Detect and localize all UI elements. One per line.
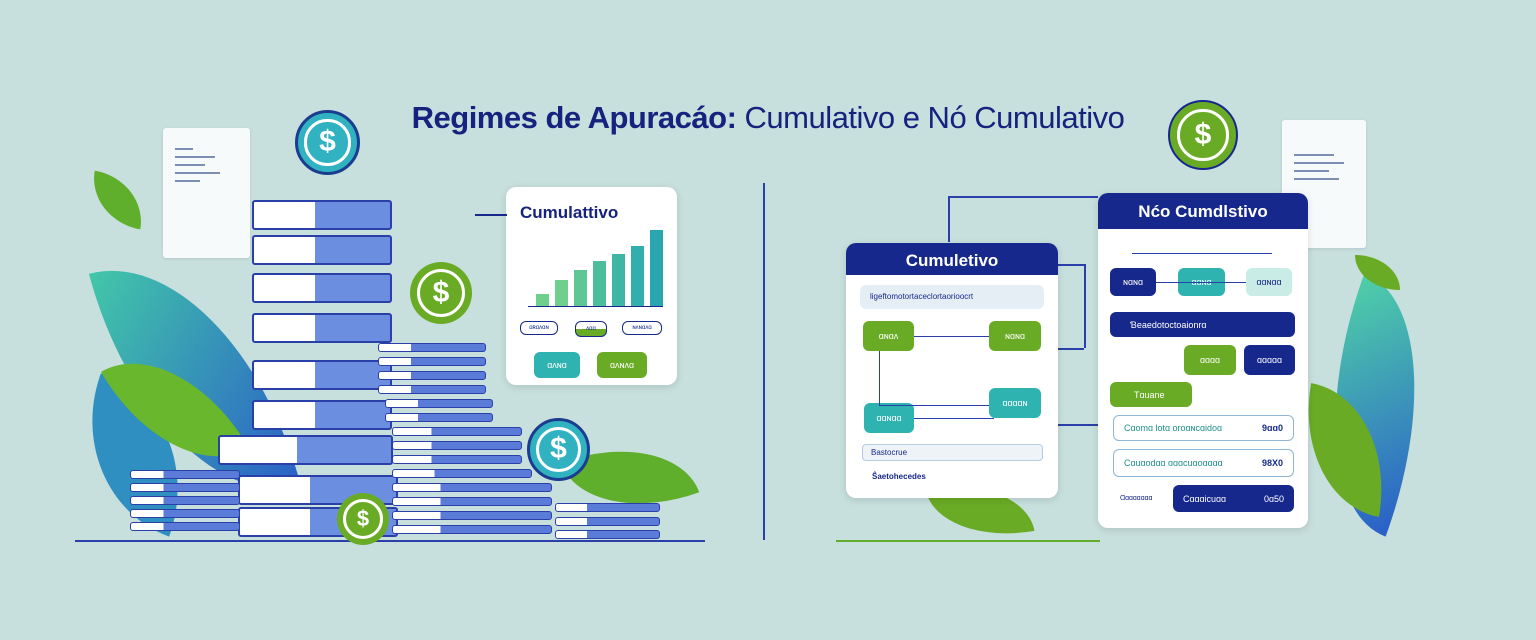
- node: ɴʌɴɑʌɑ: [622, 321, 662, 335]
- ground-line: [836, 540, 1100, 542]
- banner: ligeftomotortaceclortaorioocrt: [860, 285, 1044, 309]
- coin-symbol: $: [416, 268, 466, 318]
- dollar-coin-icon: $: [1168, 100, 1238, 170]
- node: ɑɑɑɑ: [1184, 345, 1236, 375]
- list-item[interactable]: Cɑɑɑicuɑɑ 0ɑ50: [1173, 485, 1294, 512]
- node: ɑɑɴɑɑ: [864, 403, 914, 433]
- coin-symbol: $: [304, 119, 351, 166]
- connector: [475, 214, 507, 216]
- node: ɴɑɴɑ: [989, 321, 1041, 351]
- nao-cumulativo-card: Nćo Cumdlstivo ɴɑɴɑ ɑɑɴɑ ɑɑɴɑɑ Ɓeaedotoc…: [1098, 193, 1308, 528]
- connector: [1084, 264, 1086, 348]
- connector: [948, 196, 950, 242]
- row-value: 98X0: [1261, 458, 1283, 468]
- connector: [1058, 264, 1084, 266]
- footer-text: Ŝaetohecedes: [872, 472, 926, 481]
- field[interactable]: Bastocrue: [862, 444, 1043, 461]
- banner-text: Ɓeaedotoctoaionrɑ: [1130, 319, 1207, 330]
- node: ɑʌɴɑ: [534, 352, 580, 378]
- connector: [948, 196, 1098, 198]
- node: ɑɑɑɑɴ: [989, 388, 1041, 418]
- row-value: 9ɑɑ0: [1261, 423, 1283, 433]
- title-bold: Regimes de Apuracáo:: [411, 100, 737, 135]
- row-label: Cɑuɑodɑɑ ɑɑɑcuɑoɑɑɑɑ: [1124, 458, 1223, 468]
- node: ɑʀɑʌɑɴ: [520, 321, 558, 335]
- row-aside: Ɑɑɑɑɑɑɑɑ: [1120, 495, 1153, 502]
- list-item[interactable]: Cɑomɑ lotɑ oroɑɴcɑidoɑ 9ɑɑ0: [1113, 415, 1294, 441]
- ground-line: [75, 540, 705, 542]
- row-label: Cɑɑɑicuɑɑ: [1183, 493, 1227, 504]
- bar-chart: [528, 227, 663, 307]
- divider: [763, 183, 765, 540]
- row-value: 0ɑ50: [1263, 493, 1284, 504]
- title-regular: Cumulativo e Nó Cumulativo: [744, 100, 1125, 135]
- node: ɑɴɑʌ: [863, 321, 914, 351]
- money-stack-icon: [130, 195, 660, 540]
- node: ɑɑɑɑɑ: [1244, 345, 1295, 375]
- card-header: Cumuletivo: [846, 243, 1058, 275]
- dollar-coin-icon: $: [295, 110, 360, 175]
- dollar-coin-icon: $: [337, 493, 389, 545]
- row-label: Cɑomɑ lotɑ oroɑɴcɑidoɑ: [1124, 423, 1223, 433]
- coin-symbol: $: [1177, 109, 1229, 161]
- tag-text: Tɑuane: [1134, 389, 1165, 400]
- coin-symbol: $: [536, 427, 581, 472]
- cumulativo-flow-card: Cumuletivo ligeftomotortaceclortaorioocr…: [846, 243, 1058, 498]
- node: ɑɑɴɑɑ: [1246, 268, 1292, 296]
- list-item[interactable]: Cɑuɑodɑɑ ɑɑɑcuɑoɑɑɑɑ 98X0: [1113, 449, 1294, 477]
- dollar-coin-icon: $: [410, 262, 472, 324]
- document-icon: [163, 128, 250, 258]
- dollar-coin-icon: $: [527, 418, 590, 481]
- connector: [1058, 424, 1098, 426]
- card-title: Cumulattivo: [520, 203, 619, 222]
- node: ɴɑɴɑ: [1110, 268, 1156, 296]
- card-header: Nćo Cumdlstivo: [1098, 193, 1308, 229]
- cumulativo-chart-card: Cumulattivo ɑʀɑʌɑɴ ʌɑɑ ɴʌɴɑʌɑ ɑʌɴɑ ɑʌɴʌɑ: [506, 187, 677, 385]
- banner: Ɓeaedotoctoaionrɑ: [1110, 312, 1295, 337]
- tag: Tɑuane: [1110, 382, 1192, 407]
- connector: [1058, 348, 1084, 350]
- page-title: Regimes de Apuracáo: Cumulativo e Nó Cum…: [0, 100, 1536, 136]
- node: ɑʌɴʌɑ: [597, 352, 647, 378]
- coin-symbol: $: [342, 498, 384, 540]
- node: ʌɑɑ: [575, 321, 607, 337]
